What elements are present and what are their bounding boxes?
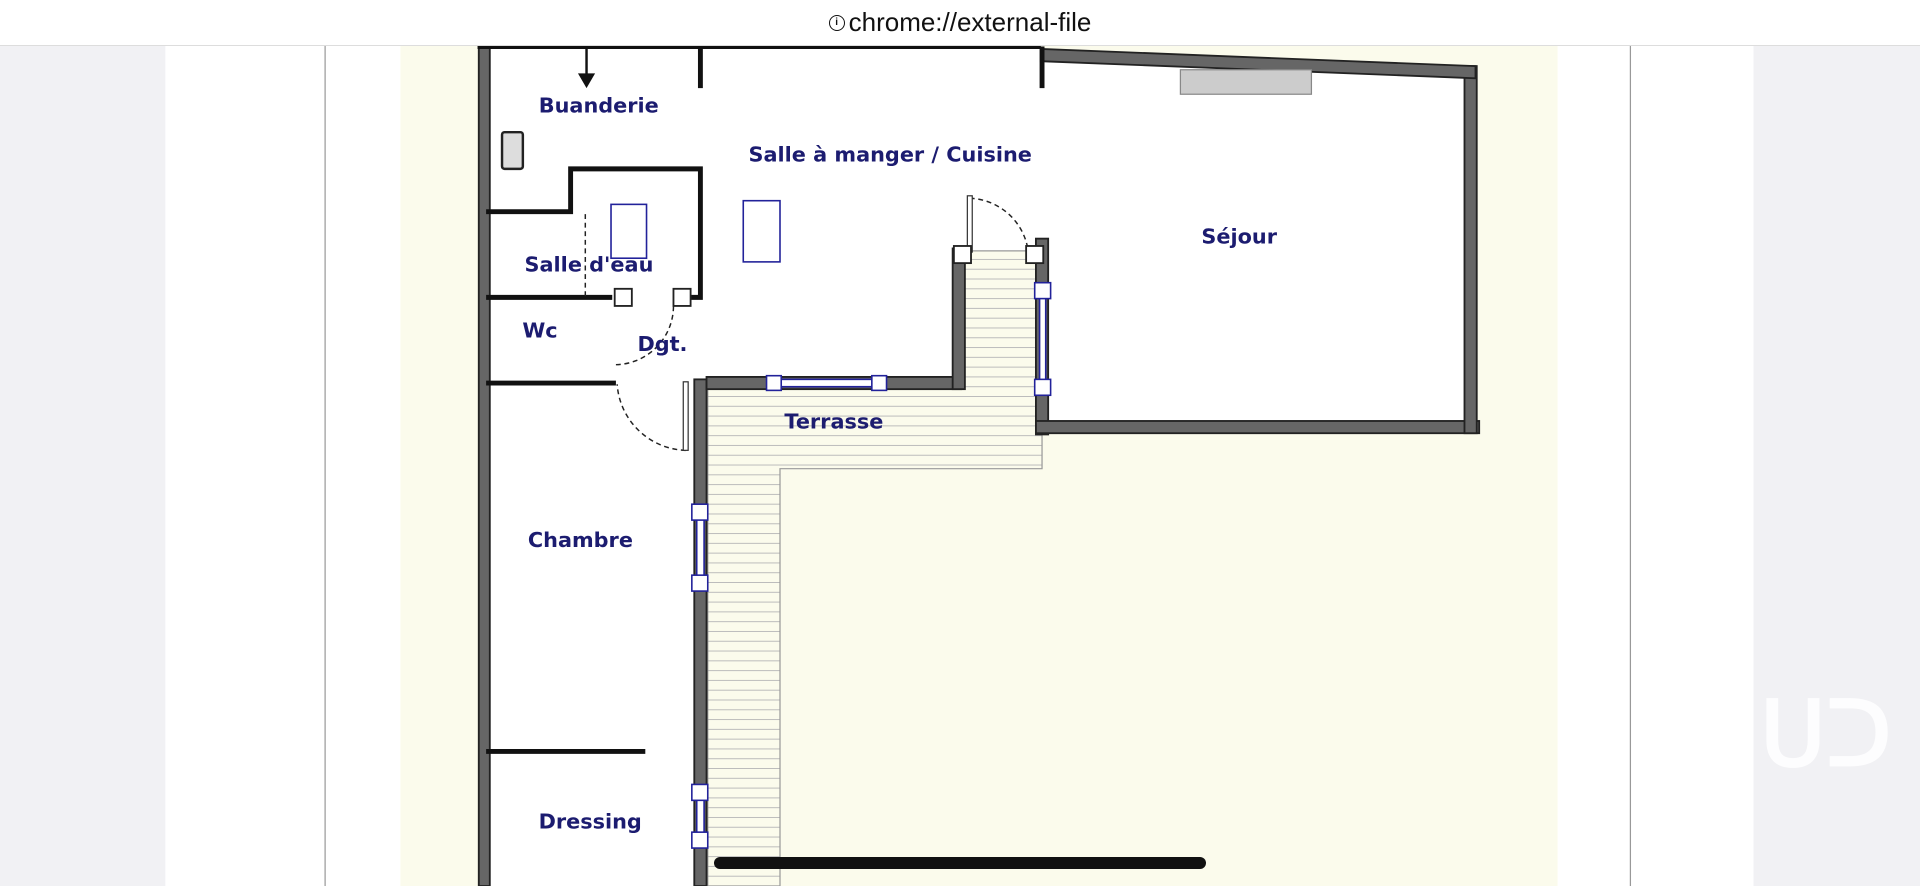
room-label-terrasse: Terrasse: [784, 409, 883, 433]
room-label-sejour: Séjour: [1201, 225, 1277, 249]
room-label-chambre: Chambre: [528, 528, 633, 552]
doors: [584, 197, 1030, 452]
url-display[interactable]: i chrome://external-file: [828, 7, 1092, 38]
room-label-dressing: Dressing: [539, 809, 642, 833]
windows: [691, 281, 1052, 849]
room-label-dgt: Dgt.: [637, 332, 687, 356]
home-indicator[interactable]: [714, 857, 1206, 869]
url-text: chrome://external-file: [848, 7, 1092, 37]
info-circle-icon[interactable]: i: [828, 14, 845, 31]
room-label-buanderie: Buanderie: [539, 94, 659, 118]
room-label-wc: Wc: [522, 319, 557, 343]
door-jambs: [613, 245, 1045, 307]
door-leaf: [966, 195, 973, 253]
shower-tray: [610, 203, 648, 260]
room-label-salle-manger: Salle à manger / Cuisine: [748, 143, 1031, 167]
window-sill: [1179, 69, 1313, 95]
partitions: [477, 44, 1045, 754]
water-heater: [500, 130, 525, 171]
browser-address-bar[interactable]: i chrome://external-file: [0, 0, 1920, 46]
kitchen-island: [742, 199, 781, 263]
interior-floor: [483, 46, 1470, 886]
arrow-head-icon: [577, 73, 596, 89]
door-leaf: [682, 381, 689, 451]
iad-logo-watermark: ᑌᑐ: [1760, 685, 1892, 785]
room-label-salle-eau: Salle d'eau: [525, 253, 654, 277]
